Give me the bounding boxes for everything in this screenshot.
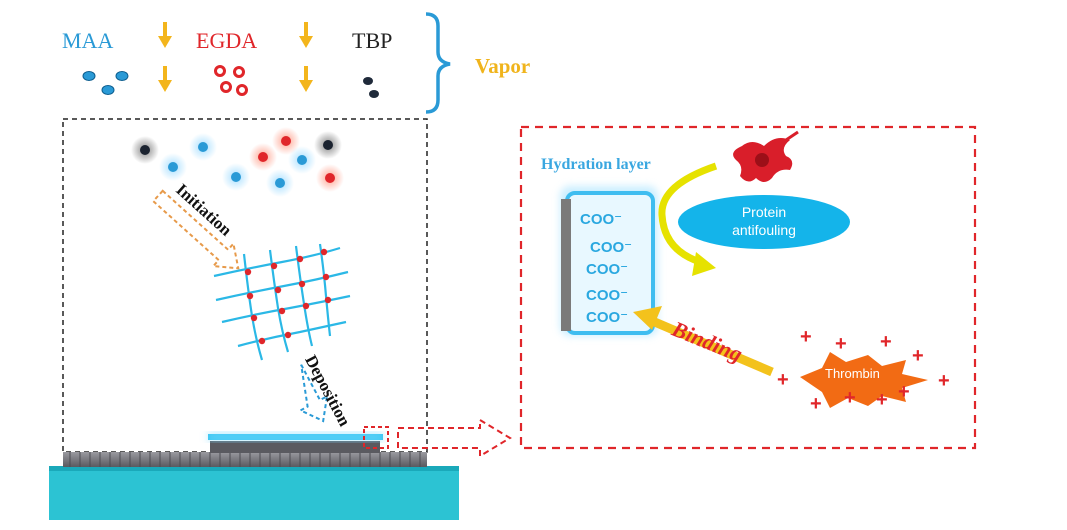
egda-molecules bbox=[214, 65, 248, 96]
protein-icon bbox=[733, 130, 799, 182]
protein-antifouling-bubble bbox=[678, 195, 850, 249]
protein-label-line1: Protein bbox=[741, 204, 787, 220]
plus-charges: ++++ ++++ ++ bbox=[777, 326, 950, 415]
vapor-label: Vapor bbox=[475, 54, 531, 78]
repel-arrow-head bbox=[692, 252, 716, 276]
coo-group: COO⁻ bbox=[586, 309, 629, 326]
legend-label-egda: EGDA bbox=[196, 28, 258, 53]
svg-text:+: + bbox=[810, 393, 822, 415]
svg-text:+: + bbox=[898, 381, 910, 403]
detail-panel bbox=[519, 125, 977, 450]
coo-group: COO⁻ bbox=[580, 211, 623, 228]
coo-group: COO⁻ bbox=[586, 287, 629, 304]
coo-group: COO⁻ bbox=[586, 261, 629, 278]
nanowire-texture bbox=[69, 452, 421, 467]
deposition-arrow bbox=[298, 364, 329, 423]
initiation-arrow bbox=[151, 189, 240, 270]
hydration-layer-label: Hydration layer bbox=[541, 156, 651, 173]
coo-group: COO⁻ bbox=[590, 239, 633, 256]
svg-text:+: + bbox=[800, 326, 812, 348]
svg-text:+: + bbox=[844, 387, 856, 409]
repel-arrow bbox=[658, 162, 718, 266]
svg-text:+: + bbox=[880, 331, 892, 353]
svg-text:+: + bbox=[876, 389, 888, 411]
binding-arrow bbox=[648, 315, 774, 377]
coated-region bbox=[210, 441, 380, 453]
binding-arrow-head bbox=[633, 306, 662, 330]
svg-text:+: + bbox=[912, 345, 924, 367]
tbp-molecules bbox=[363, 77, 379, 98]
zoom-region bbox=[363, 426, 389, 449]
thrombin-icon bbox=[800, 352, 928, 408]
crosslink-nodes bbox=[244, 248, 332, 345]
svg-text:+: + bbox=[777, 369, 789, 391]
arrow-down-icon bbox=[158, 22, 313, 92]
vapor-brace bbox=[425, 12, 451, 114]
surface-wall bbox=[561, 199, 571, 331]
legend-label-maa: MAA bbox=[62, 28, 114, 53]
chamber-molecules bbox=[131, 127, 344, 197]
substrate-top bbox=[49, 466, 459, 471]
thrombin-label: Thrombin bbox=[825, 366, 880, 381]
zoom-arrow bbox=[397, 418, 512, 458]
reaction-chamber bbox=[62, 118, 428, 453]
nanostructure-layer bbox=[63, 452, 427, 467]
substrate-base bbox=[49, 468, 459, 520]
legend-label-tbp: TBP bbox=[352, 28, 393, 53]
protein-antifouling-label: Protein antifouling bbox=[680, 203, 848, 239]
svg-text:+: + bbox=[938, 370, 950, 392]
svg-text:+: + bbox=[835, 333, 847, 355]
maa-molecules bbox=[82, 71, 129, 95]
protein-label-line2: antifouling bbox=[732, 222, 796, 238]
